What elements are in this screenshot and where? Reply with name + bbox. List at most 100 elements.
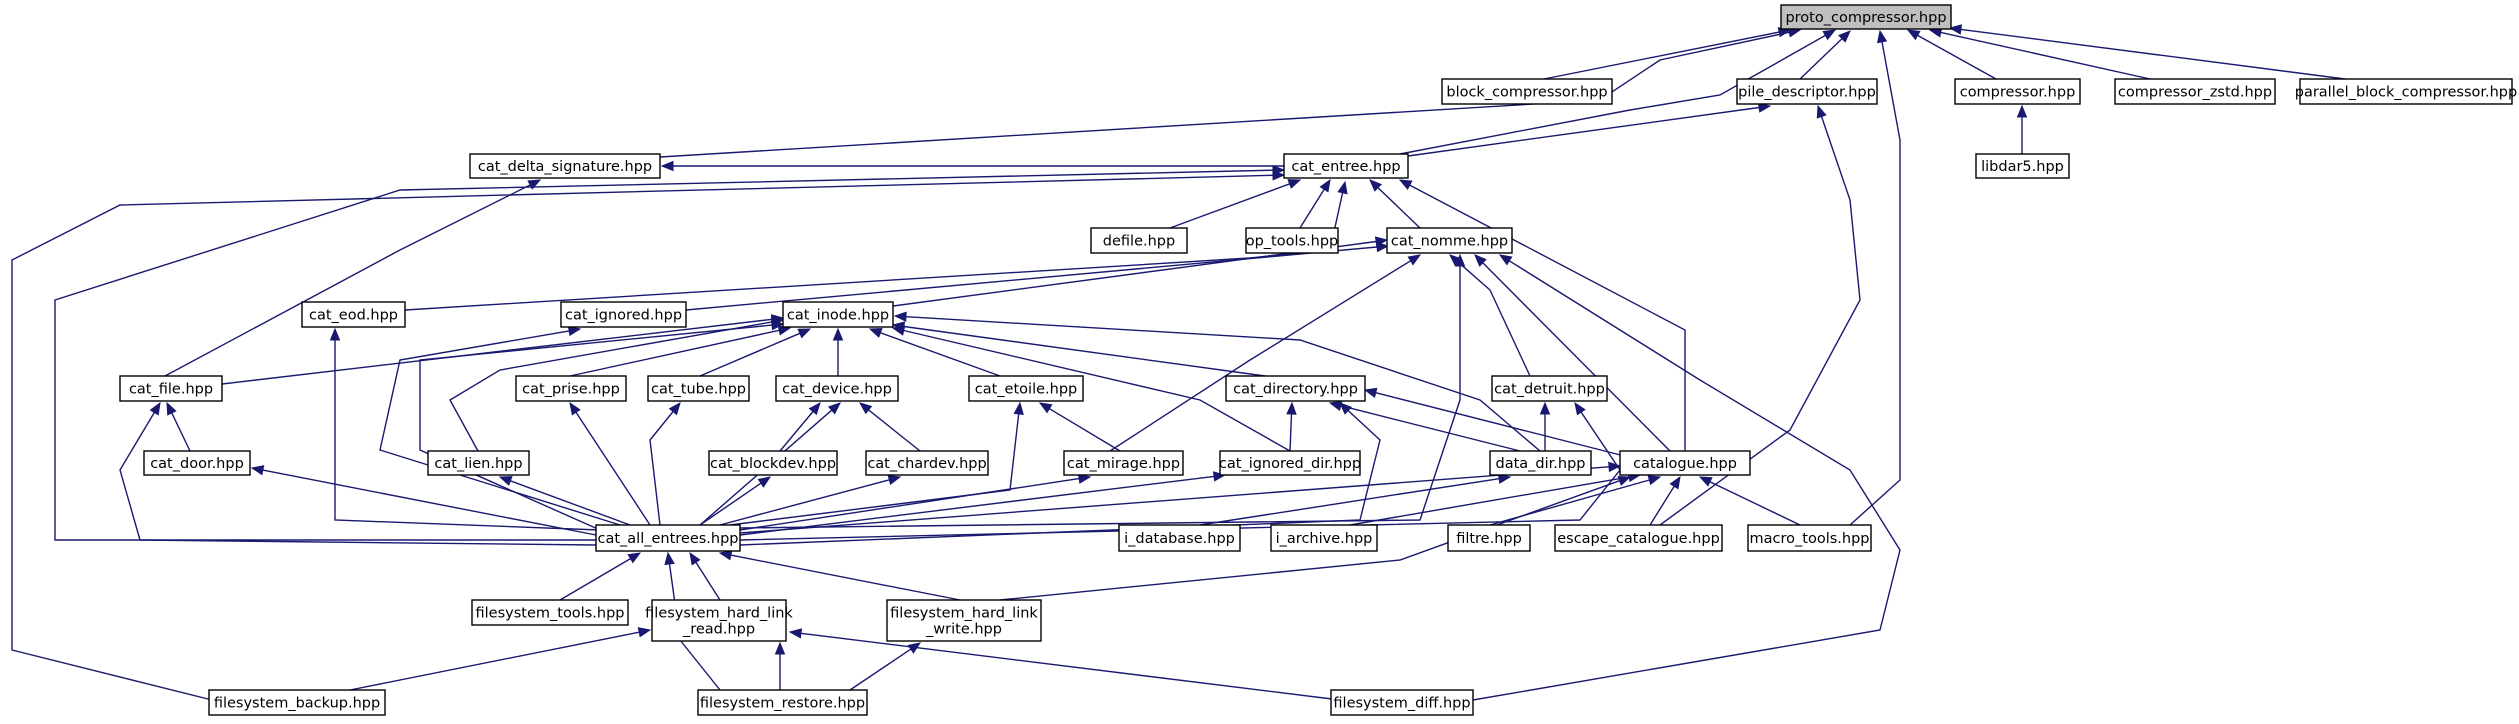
node-proto-compressor[interactable]: proto_compressor.hpp [1780, 4, 1952, 30]
node-box[interactable] [1736, 78, 1878, 105]
node-label: defile.hpp [1103, 234, 1175, 250]
node-box[interactable] [651, 599, 787, 642]
node-i-archive[interactable]: i_archive.hpp [1270, 524, 1378, 552]
node-filesystem-diff[interactable]: filesystem_diff.hpp [1330, 689, 1474, 716]
node-box[interactable] [697, 689, 868, 716]
node-cat-eod[interactable]: cat_eod.hpp [301, 301, 406, 328]
node-box[interactable] [1554, 524, 1723, 552]
node-box[interactable] [471, 599, 629, 626]
node-box[interactable] [1270, 524, 1378, 552]
node-filesystem-tools[interactable]: filesystem_tools.hpp [471, 599, 629, 626]
node-cat-entree[interactable]: cat_entree.hpp [1283, 153, 1409, 179]
node-cat-ignored[interactable]: cat_ignored.hpp [560, 301, 687, 328]
edge-line [54, 169, 1274, 541]
node-cat-blockdev[interactable]: cat_blockdev.hpp [708, 450, 838, 476]
node-label: proto_compressor.hpp [1785, 10, 1946, 26]
node-box[interactable] [708, 450, 838, 476]
node-cat-inode[interactable]: cat_inode.hpp [782, 301, 894, 328]
edge-line [1799, 38, 1843, 80]
edge-line [221, 318, 773, 385]
node-box[interactable] [119, 375, 223, 402]
node-filtre[interactable]: filtre.hpp [1447, 524, 1531, 552]
node-escape-catalogue[interactable]: escape_catalogue.hpp [1554, 524, 1723, 552]
node-cat-file[interactable]: cat_file.hpp [119, 375, 223, 402]
node-data-dir[interactable]: data_dir.hpp [1489, 450, 1592, 476]
node-defile[interactable]: defile.hpp [1090, 227, 1188, 254]
node-label: cat_delta_signature.hpp [478, 159, 652, 175]
node-cat-directory[interactable]: cat_directory.hpp [1225, 375, 1366, 402]
edge-macro_tools-to-catalogue [1698, 476, 1801, 526]
node-box[interactable] [469, 153, 661, 179]
node-cat-detruit[interactable]: cat_detruit.hpp [1491, 375, 1608, 402]
node-box[interactable] [1283, 153, 1409, 179]
node-cat-nomme[interactable]: cat_nomme.hpp [1386, 227, 1513, 254]
node-box[interactable] [775, 375, 899, 402]
node-box[interactable] [1489, 450, 1592, 476]
node-box[interactable] [782, 301, 894, 328]
node-box[interactable] [1245, 227, 1339, 254]
node-box[interactable] [1118, 524, 1241, 552]
node-i-database[interactable]: i_database.hpp [1118, 524, 1241, 552]
arrowhead [1838, 30, 1851, 43]
node-macro-tools[interactable]: macro_tools.hpp [1747, 524, 1872, 552]
node-cat-prise[interactable]: cat_prise.hpp [515, 375, 627, 402]
node-block-compressor[interactable]: block_compressor.hpp [1441, 78, 1613, 105]
node-box[interactable] [301, 301, 406, 328]
node-filesystem-hard-link-read[interactable]: filesystem_hard_link_read.hpp [645, 599, 793, 642]
node-box[interactable] [1447, 524, 1531, 552]
node-filesystem-restore[interactable]: filesystem_restore.hpp [697, 689, 868, 716]
node-box[interactable] [1063, 450, 1184, 476]
node-cat-device[interactable]: cat_device.hpp [775, 375, 899, 402]
node-cat-tube[interactable]: cat_tube.hpp [647, 375, 750, 402]
node-box[interactable] [1441, 78, 1613, 105]
node-label: cat_all_entrees.hpp [597, 531, 738, 547]
node-libdar5[interactable]: libdar5.hpp [1975, 153, 2070, 179]
edge-cat_mirage-to-cat_etoile [1038, 402, 1121, 452]
node-box[interactable] [1975, 153, 2070, 179]
node-compressor-zstd[interactable]: compressor_zstd.hpp [2114, 78, 2276, 105]
node-box[interactable] [1090, 227, 1188, 254]
arrowhead [1574, 401, 1586, 416]
node-box[interactable] [1954, 78, 2081, 105]
node-box[interactable] [143, 450, 251, 476]
node-box[interactable] [1225, 375, 1366, 402]
node-cat-mirage[interactable]: cat_mirage.hpp [1063, 450, 1184, 476]
node-box[interactable] [1747, 524, 1872, 552]
node-cat-ignored-dir[interactable]: cat_ignored_dir.hpp [1219, 450, 1361, 476]
node-box[interactable] [968, 375, 1084, 402]
node-box[interactable] [865, 450, 989, 476]
node-box[interactable] [208, 689, 386, 716]
node-box[interactable] [886, 599, 1042, 642]
node-catalogue[interactable]: catalogue.hpp [1619, 450, 1751, 476]
node-cat-etoile[interactable]: cat_etoile.hpp [968, 375, 1084, 402]
node-cat-all-entrees[interactable]: cat_all_entrees.hpp [595, 524, 741, 552]
node-cat-delta-signature[interactable]: cat_delta_signature.hpp [469, 153, 661, 179]
node-box[interactable] [1780, 4, 1952, 30]
node-box[interactable] [2299, 78, 2513, 105]
node-compressor[interactable]: compressor.hpp [1954, 78, 2081, 105]
arrowhead [149, 401, 161, 416]
node-cat-lien[interactable]: cat_lien.hpp [427, 450, 530, 476]
node-box[interactable] [1219, 450, 1361, 476]
arrowhead [689, 551, 701, 566]
node-box[interactable] [427, 450, 530, 476]
node-box[interactable] [1619, 450, 1751, 476]
node-filesystem-hard-link-write[interactable]: filesystem_hard_link_write.hpp [886, 599, 1042, 642]
node-pile-descriptor[interactable]: pile_descriptor.hpp [1736, 78, 1878, 105]
node-box[interactable] [647, 375, 750, 402]
node-op-tools[interactable]: op_tools.hpp [1245, 227, 1339, 254]
node-box[interactable] [1386, 227, 1513, 254]
node-box[interactable] [1330, 689, 1474, 716]
node-label: op_tools.hpp [1246, 234, 1339, 250]
node-box[interactable] [595, 524, 741, 552]
node-box[interactable] [2114, 78, 2276, 105]
node-cat-door[interactable]: cat_door.hpp [143, 450, 251, 476]
node-parallel-block-compressor[interactable]: parallel_block_compressor.hpp [2295, 78, 2517, 105]
node-box[interactable] [1491, 375, 1608, 402]
node-box[interactable] [515, 375, 627, 402]
node-label: cat_ignored.hpp [565, 308, 682, 324]
node-cat-chardev[interactable]: cat_chardev.hpp [865, 450, 989, 476]
node-filesystem-backup[interactable]: filesystem_backup.hpp [208, 689, 386, 716]
node-box[interactable] [560, 301, 687, 328]
edge-cat_device-to-cat_inode [832, 327, 844, 376]
